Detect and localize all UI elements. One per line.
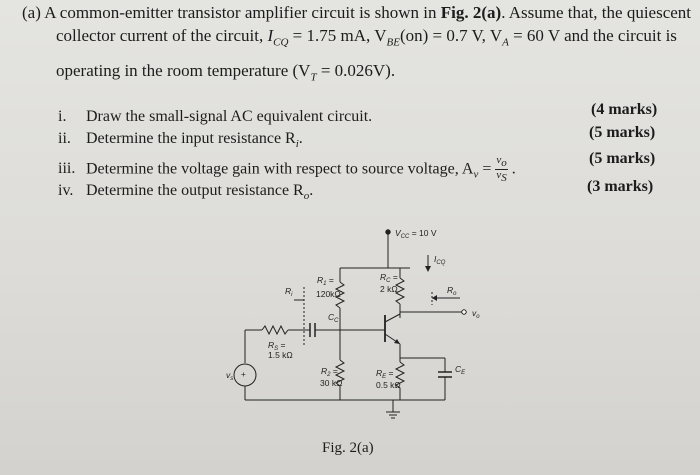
vbe-value: (on) = 0.7 V, V <box>399 26 503 45</box>
rc-resistor <box>394 277 406 305</box>
vo-terminal <box>461 309 467 315</box>
re-name: RE = <box>376 368 394 380</box>
question-text: Determine the input resistance R <box>86 130 296 147</box>
marks-i: (4 marks) <box>591 101 658 118</box>
r2-name: R2 = <box>321 366 338 378</box>
question-number: ii. <box>58 130 71 147</box>
va-value: = 60 V and the circuit is <box>508 26 677 45</box>
problem-line3-text: operating in the room temperature (V <box>56 61 311 80</box>
vs-label: vs <box>226 370 233 382</box>
question-ii: ii.Determine the input resistance Ri. <box>58 130 303 151</box>
circuit-diagram: VCC = 10 V ICQ R1 = 120kΩ Ri RC = 2 kΩ R… <box>226 228 480 419</box>
problem-label: (a) <box>22 3 41 22</box>
question-text: Determine the voltage gain with respect … <box>86 160 474 178</box>
question-text: Determine the output resistance R <box>86 182 304 199</box>
question-number: iv. <box>58 182 74 199</box>
vt-value: = 0.026V). <box>316 61 396 80</box>
vcc-terminal <box>385 229 391 235</box>
transistor-collector <box>384 313 401 323</box>
question-i: i. Draw the small-signal AC equivalent ci… <box>58 108 372 126</box>
question-subscript: v <box>473 168 479 181</box>
r1-value: 120kΩ <box>316 289 341 299</box>
marks-iv: (3 marks) <box>587 178 654 195</box>
rc-value: 2 kΩ <box>380 284 398 294</box>
vcc-label: VCC = 10 V <box>395 228 437 240</box>
re-value: 0.5 kΩ <box>376 380 401 390</box>
r2-value: 30 kΩ <box>320 378 342 388</box>
question-text: Draw the small-signal AC equivalent circ… <box>86 108 373 125</box>
problem-line-3: operating in the room temperature (VT = … <box>56 61 396 84</box>
rs-name: RS = <box>268 340 286 352</box>
rs-resistor <box>261 324 289 336</box>
question-iii: iii. Determine the voltage gain with resp… <box>58 154 516 185</box>
r2-resistor <box>334 359 346 387</box>
question-number: i. <box>58 108 67 125</box>
rs-value: 1.5 kΩ <box>268 350 293 360</box>
rc-name: RC = <box>380 272 398 284</box>
problem-intro-tail: . Assume that, the quiescent <box>501 3 692 22</box>
problem-line2-text: collector current of the circuit, <box>56 26 264 45</box>
re-resistor <box>394 361 406 389</box>
icq-label: ICQ <box>434 254 446 266</box>
question-number: iii. <box>58 160 76 178</box>
figure-reference: Fig. 2(a) <box>440 3 502 22</box>
problem-line-2: collector current of the circuit, ICQ = … <box>56 26 677 49</box>
problem-line-1: (a) A common-emitter transistor amplifie… <box>22 3 691 23</box>
figure-caption: Fig. 2(a) <box>322 440 374 456</box>
ri-label: Ri <box>285 286 293 298</box>
r1-resistor <box>334 281 346 309</box>
problem-intro: A common-emitter transistor amplifier ci… <box>44 3 437 22</box>
icq-value: = 1.75 mA, V <box>288 26 387 45</box>
question-subscript: o <box>303 190 310 203</box>
ce-label: CE <box>455 364 466 376</box>
marks-iii: (5 marks) <box>589 150 656 167</box>
question-iv: iv.Determine the output resistance Ro. <box>58 182 314 203</box>
vo-label: vo <box>472 308 480 320</box>
r1-name: R1 = <box>317 275 334 287</box>
ro-label: Ro <box>447 285 457 297</box>
svg-text:+: + <box>241 370 246 379</box>
question-subscript: i <box>295 138 299 151</box>
cc-label: CC <box>328 312 339 324</box>
marks-ii: (5 marks) <box>589 124 656 141</box>
